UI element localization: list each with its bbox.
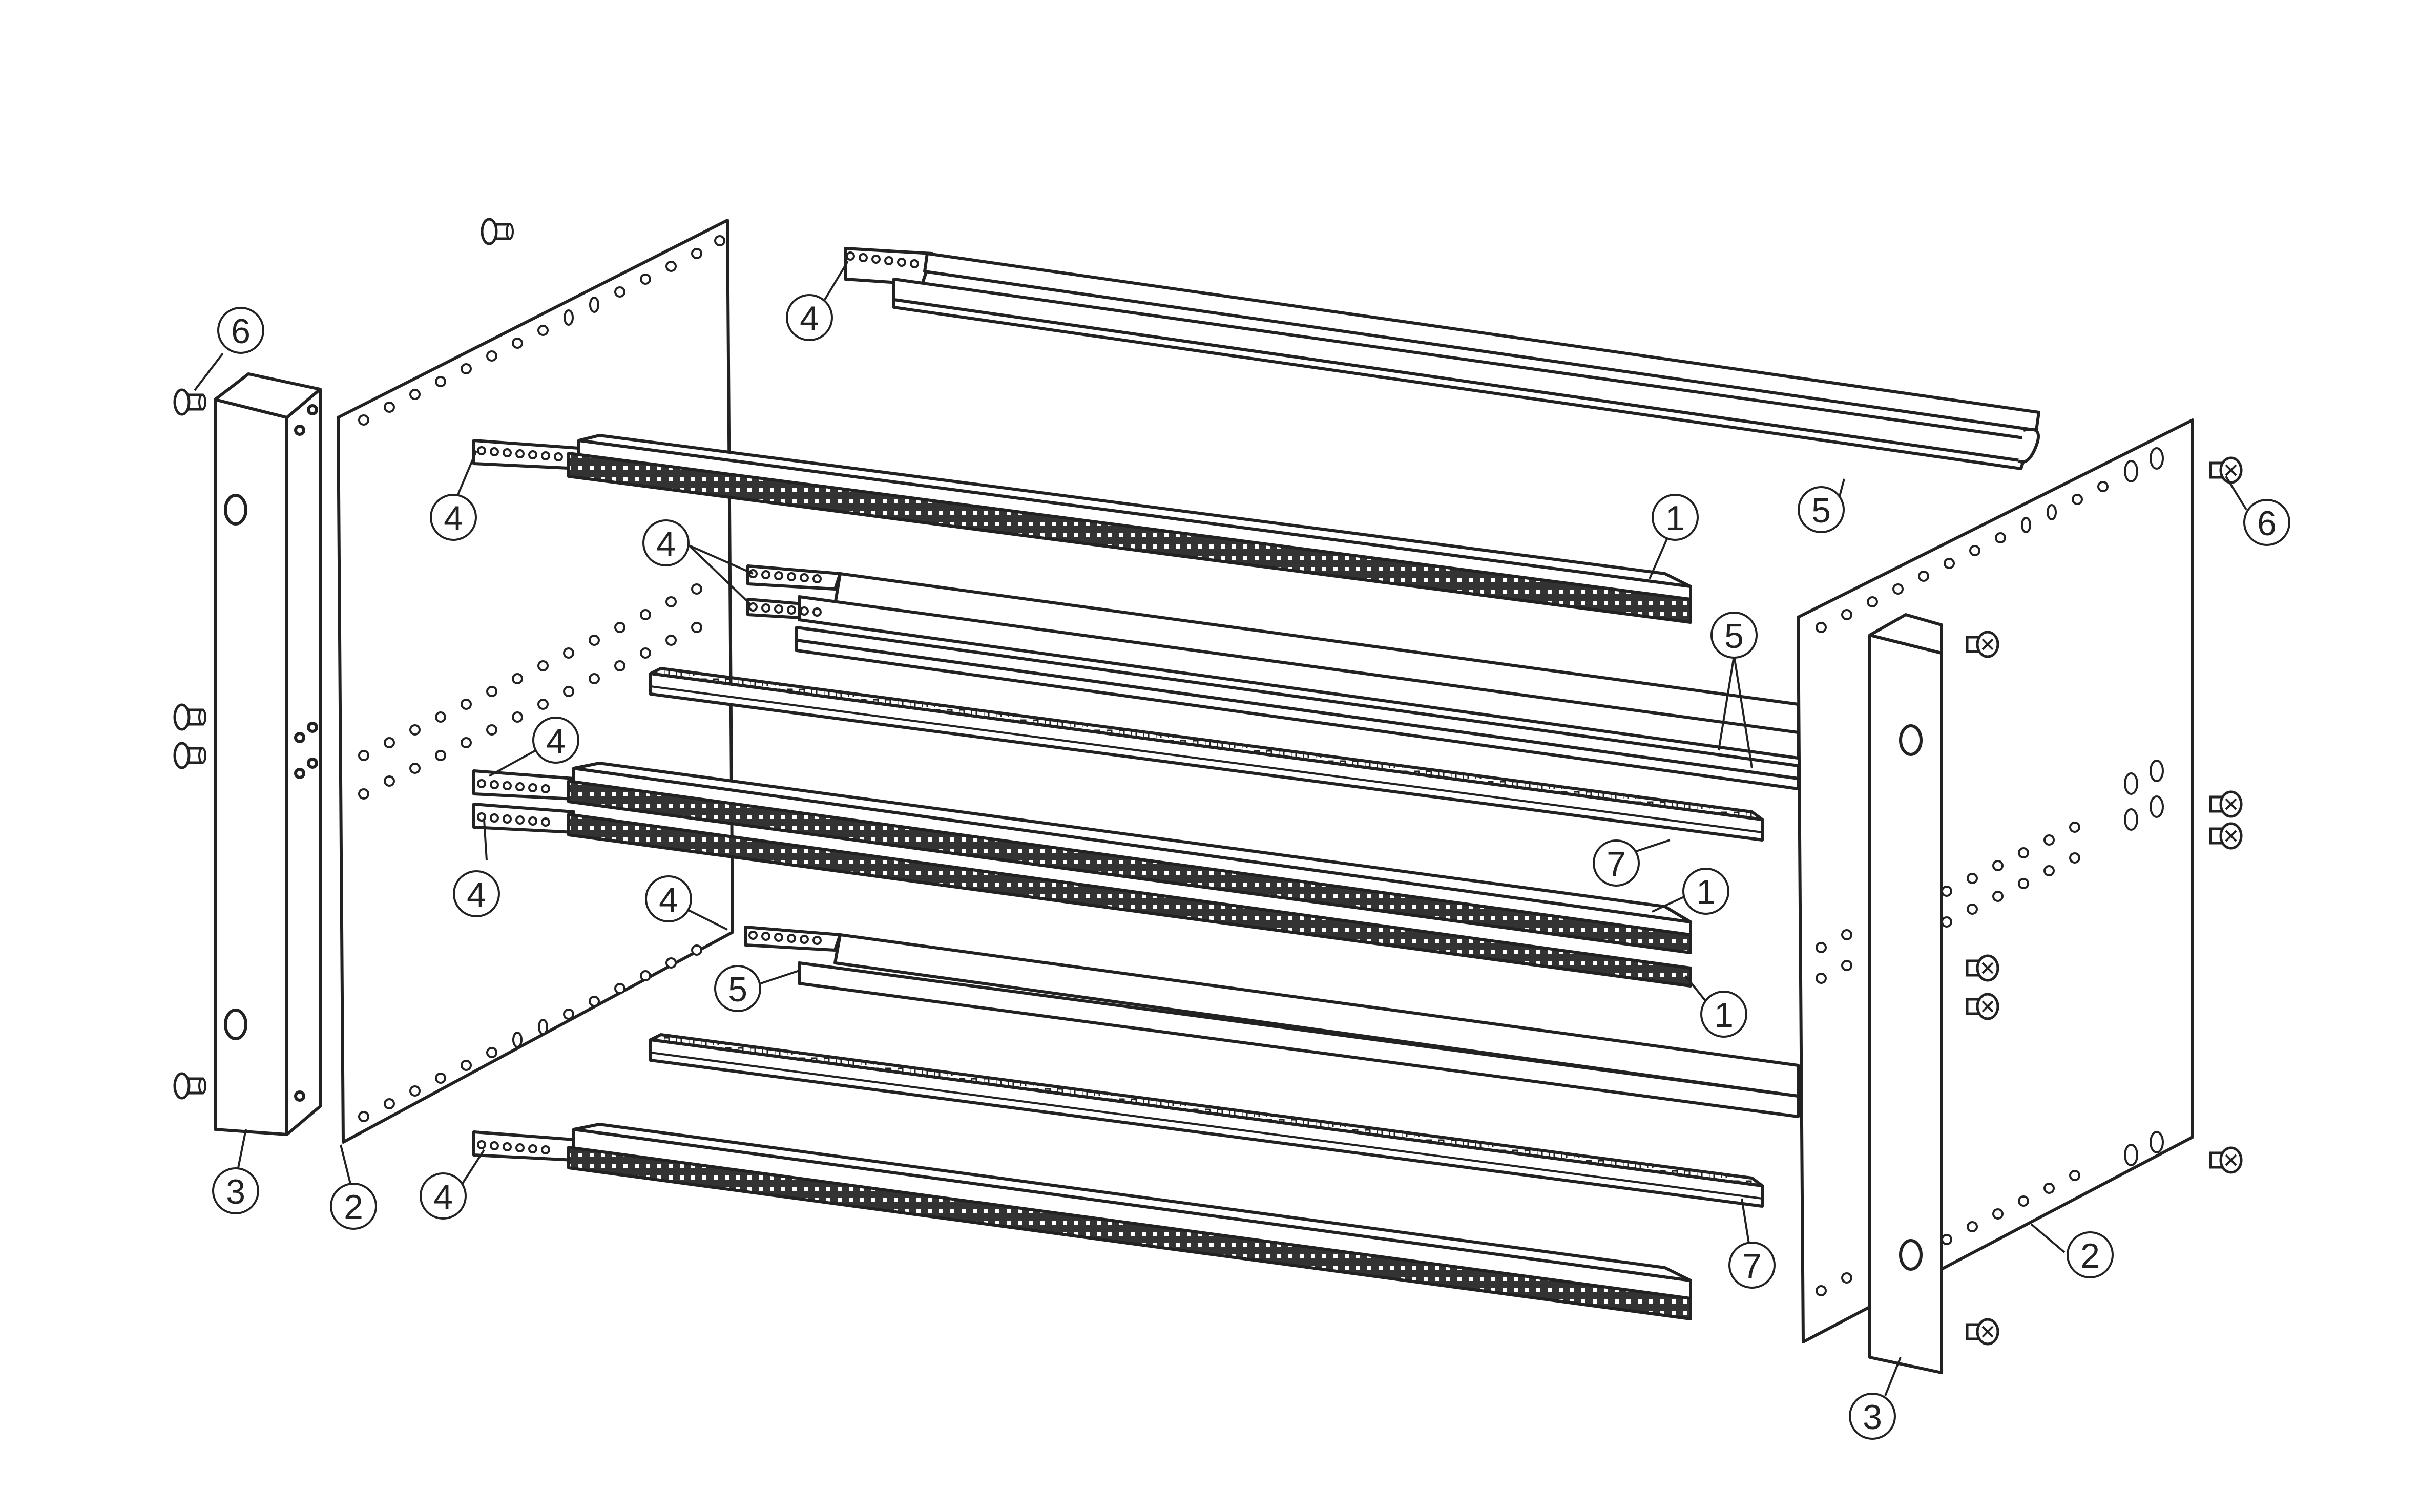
callout-4-mid-upper: 4 (532, 717, 579, 764)
callout-7-lower: 7 (1728, 1242, 1776, 1289)
callout-2-left: 2 (330, 1183, 377, 1230)
toothed-guide-upper (649, 667, 1764, 842)
callout-5-top: 5 (1798, 486, 1845, 533)
right-panel-holes (1816, 447, 2164, 1296)
callout-label: 5 (1724, 617, 1744, 656)
callout-label: 1 (1665, 499, 1685, 538)
callout-1-upper: 1 (1652, 494, 1699, 541)
callout-4-bottom: 4 (420, 1172, 467, 1220)
callout-label: 4 (659, 880, 678, 919)
callout-label: 2 (2080, 1236, 2100, 1275)
left-panel-holes (358, 235, 725, 1122)
left-front-bracket (214, 372, 322, 1136)
callout-4-top: 4 (786, 294, 833, 341)
rail-bottom (472, 1123, 1692, 1320)
rail-top-rear (844, 247, 2040, 470)
rail-upper-end-holes (477, 446, 563, 461)
callout-label: 1 (1714, 996, 1734, 1035)
leader-lines (194, 260, 2247, 1396)
rail-lower-middle (744, 926, 1800, 1118)
rail-middle-end-holes (477, 779, 550, 827)
rail-lower-middle-end-holes (748, 931, 822, 945)
callouts: 6 4 4 1 4 5 5 6 (212, 294, 2290, 1440)
callout-label: 6 (2257, 504, 2277, 543)
callout-label: 4 (656, 524, 676, 563)
callout-3-right: 3 (1849, 1393, 1896, 1440)
callout-label: 5 (728, 970, 747, 1009)
callout-3-left: 3 (212, 1167, 259, 1214)
rail-upper-middle-end-holes (748, 569, 822, 617)
rail-upper-middle-pair (746, 564, 1800, 790)
callout-1-lower: 1 (1700, 991, 1747, 1038)
callout-label: 4 (433, 1178, 453, 1216)
callout-label: 4 (444, 499, 463, 538)
callout-4-mid-lower: 4 (453, 870, 500, 917)
toothed-guide-lower (649, 1033, 1764, 1208)
rail-top-rear-holes (846, 251, 919, 268)
rail-bottom-end-holes (477, 1140, 550, 1154)
callout-label: 3 (1863, 1398, 1882, 1437)
callout-6-left: 6 (217, 307, 264, 354)
callout-4-lower: 4 (645, 875, 692, 922)
rail-middle-pair (472, 762, 1692, 988)
callout-5-mid: 5 (1710, 612, 1758, 659)
callout-2-right: 2 (2067, 1231, 2114, 1278)
callout-label: 6 (231, 312, 251, 351)
callout-4-rail1: 4 (430, 494, 477, 541)
callout-6-right: 6 (2243, 499, 2290, 546)
callout-label: 4 (467, 875, 486, 914)
callout-1-mid: 1 (1682, 868, 1729, 915)
callout-5-lower: 5 (714, 965, 761, 1012)
callout-7-upper: 7 (1593, 839, 1640, 887)
callout-label: 5 (1811, 491, 1831, 530)
callout-label: 7 (1607, 845, 1626, 884)
callout-label: 4 (546, 722, 566, 761)
callout-label: 3 (226, 1172, 245, 1211)
callout-label: 1 (1696, 873, 1716, 912)
callout-label: 2 (344, 1188, 363, 1227)
callout-label: 7 (1742, 1247, 1762, 1286)
right-front-bracket (1868, 613, 1943, 1374)
right-side-panel (1797, 418, 2194, 1343)
callout-label: 4 (800, 299, 819, 338)
callout-4-pair: 4 (642, 519, 690, 566)
rail-upper (472, 434, 1692, 624)
